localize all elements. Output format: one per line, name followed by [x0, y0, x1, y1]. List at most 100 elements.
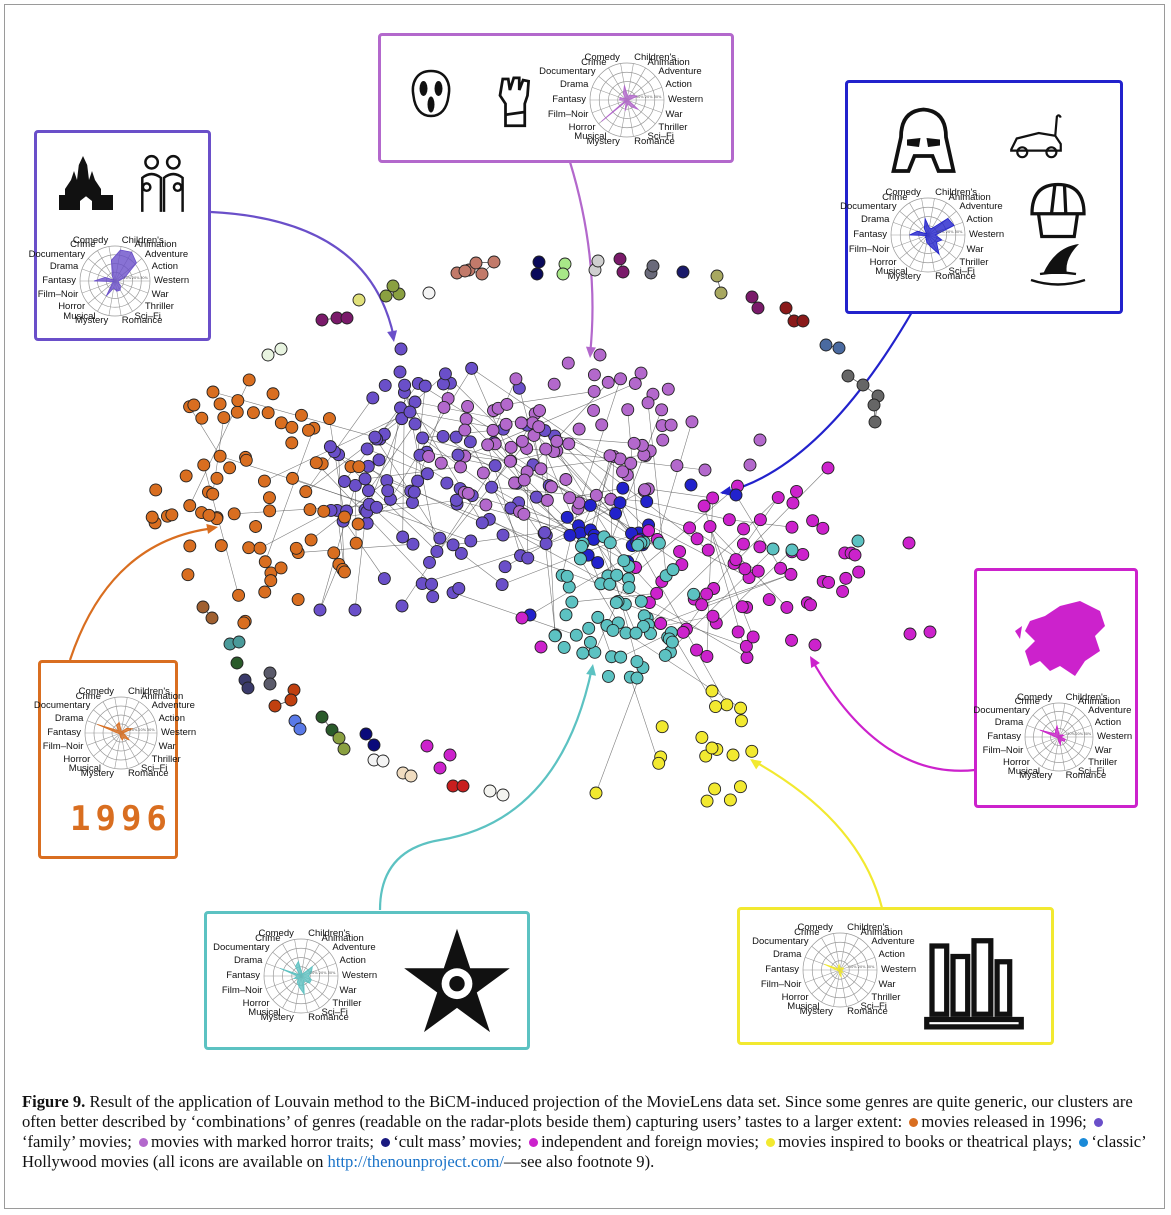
- network-node: [452, 582, 466, 595]
- genre-label: Drama: [49, 260, 79, 272]
- genre-label: Romance: [634, 136, 675, 148]
- network-node: [676, 265, 690, 279]
- network-edge: [319, 564, 340, 611]
- network-node: [418, 379, 432, 393]
- network-node: [359, 727, 373, 741]
- network-node: [779, 301, 793, 315]
- ring-label: 20%: [1075, 732, 1083, 736]
- network-node: [563, 528, 577, 542]
- genre-label: Animation: [321, 932, 364, 944]
- network-node: [377, 572, 391, 586]
- family-icon: [141, 154, 184, 212]
- network-node: [726, 748, 740, 762]
- network-node: [232, 635, 246, 649]
- network-node: [629, 626, 643, 640]
- genre-label: Mystery: [80, 768, 115, 780]
- network-node: [735, 600, 749, 614]
- network-node: [616, 481, 630, 495]
- network-node: [650, 586, 664, 600]
- genre-label: Sci–Fi: [141, 763, 168, 775]
- network-node: [263, 677, 277, 691]
- network-edge: [315, 462, 432, 585]
- network-node: [867, 398, 881, 412]
- network-node: [624, 456, 638, 470]
- network-node: [796, 314, 810, 328]
- network-node: [408, 417, 422, 431]
- genre-label: Musical: [248, 1007, 281, 1019]
- network-node: [246, 406, 260, 420]
- network-node: [398, 378, 412, 392]
- network-node: [422, 449, 436, 463]
- network-node: [687, 587, 701, 601]
- genre-label: Documentary: [33, 700, 91, 711]
- noun-project-link[interactable]: http://thenounproject.com/: [327, 1152, 505, 1171]
- network-node: [690, 532, 704, 546]
- network-node: [609, 596, 623, 610]
- network-edge: [418, 383, 494, 431]
- network-node: [731, 625, 745, 639]
- network-edge: [646, 501, 730, 521]
- network-node: [603, 577, 617, 591]
- network-node: [856, 378, 870, 392]
- network-node: [289, 541, 303, 555]
- network-edge: [540, 454, 644, 470]
- network-node: [819, 338, 833, 352]
- network-node: [613, 496, 627, 510]
- network-edge: [470, 441, 529, 559]
- genre-label: Mystery: [586, 136, 620, 148]
- genre-label: Comedy: [584, 51, 620, 63]
- ring-label: 30%: [867, 965, 875, 969]
- network-node: [614, 372, 627, 386]
- network-node: [695, 730, 709, 744]
- network-node: [362, 484, 375, 498]
- network-node: [601, 375, 615, 389]
- network-edge: [527, 557, 650, 603]
- network-node: [538, 526, 552, 539]
- genre-label: Romance: [127, 768, 169, 780]
- network-node: [560, 510, 574, 524]
- ring-label: 10%: [849, 965, 857, 969]
- network-edge: [368, 423, 416, 491]
- legend-text: independent and foreign movies;: [541, 1132, 764, 1151]
- legend-text: ‘family’ movies;: [22, 1132, 136, 1151]
- genre-label: Crime: [581, 56, 607, 68]
- network-node: [264, 574, 278, 588]
- network-node: [496, 788, 510, 802]
- network-node: [655, 403, 669, 417]
- arrow-head: [387, 330, 398, 342]
- genre-label: Adventure: [871, 936, 915, 948]
- network-node: [263, 504, 277, 518]
- genre-label: Comedy: [78, 685, 115, 697]
- network-node: [469, 256, 483, 270]
- network-node: [440, 476, 454, 490]
- network-node: [582, 621, 596, 635]
- network-node: [746, 630, 760, 644]
- network-node: [610, 568, 624, 582]
- network-node: [396, 530, 410, 544]
- network-node: [338, 565, 351, 579]
- network-node: [181, 568, 195, 582]
- network-node: [367, 738, 381, 752]
- network-edge: [716, 549, 793, 624]
- network-node: [661, 382, 675, 396]
- network-edge: [609, 456, 614, 585]
- network-node: [595, 418, 609, 432]
- network-node: [454, 460, 467, 474]
- network-node: [832, 341, 846, 355]
- network-node: [603, 449, 617, 463]
- genre-label: Horror: [1002, 756, 1030, 768]
- network-node: [486, 423, 500, 437]
- network-node: [406, 537, 420, 551]
- network-edge: [610, 409, 662, 543]
- genre-label: Drama: [54, 712, 84, 724]
- genre-label: Adventure: [1088, 705, 1132, 717]
- genre-label: Romance: [308, 1012, 349, 1024]
- genre-label: Animation: [647, 56, 690, 68]
- network-node: [351, 517, 365, 531]
- figure-frame: [4, 4, 1165, 1209]
- network-node: [291, 593, 305, 607]
- ring-label: 20%: [645, 95, 653, 99]
- network-node: [734, 714, 748, 728]
- ring-label: 30%: [955, 230, 963, 234]
- network-node: [563, 491, 577, 505]
